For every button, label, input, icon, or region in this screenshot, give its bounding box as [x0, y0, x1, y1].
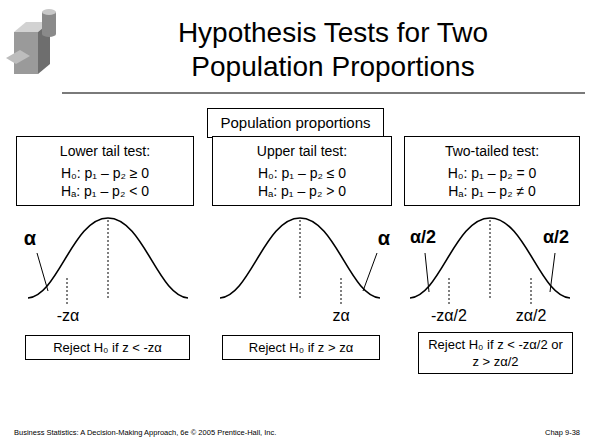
category-box: Population proportions [207, 108, 384, 138]
slide-title: Hypothesis Tests for Two Population Prop… [143, 16, 523, 84]
tail-area-label: α [24, 227, 36, 249]
test-box: Upper tail test: H₀: p₁ – p₂ ≤ 0Hₐ: p₁ – … [212, 136, 392, 206]
decision-rule-box: Reject H₀ if z > zα [222, 335, 380, 360]
critical-line [341, 278, 342, 304]
critical-value-label: -zα [57, 307, 80, 325]
decision-rule-box: Reject H₀ if z < -zα/2 or z > zα/2 [418, 332, 573, 374]
critical-line [449, 278, 450, 304]
tail-leaders [37, 253, 555, 292]
leader-line [363, 253, 377, 291]
category-label: Population proportions [214, 113, 377, 133]
footer-text: Business Statistics: A Decision-Making A… [14, 429, 276, 437]
leader-line [550, 253, 555, 292]
decision-rule: Reject H₀ if z < -zα/2 or z > zα/2 [424, 336, 567, 370]
test-heading: Lower tail test: [23, 142, 187, 160]
decision-rule-box: Reject H₀ if z < -zα [25, 335, 190, 360]
normal-curves [28, 218, 570, 298]
mean-line [300, 220, 301, 300]
logo-cylinder-bottom [42, 31, 56, 37]
logo-tile [6, 50, 30, 64]
logo-cylinder-top [42, 9, 56, 15]
logo-graphic [6, 9, 56, 74]
hypothesis-text: H₀: p₁ – p₂ = 0 [411, 164, 573, 182]
tail-area-label: α [378, 227, 390, 249]
leader-line [425, 253, 429, 292]
mean-line [108, 220, 109, 300]
reference-lines [67, 220, 531, 304]
decision-rule: Reject H₀ if z < -zα [31, 339, 184, 356]
tail-area-label: α/2 [410, 228, 436, 248]
critical-line [531, 278, 532, 304]
test-heading: Upper tail test: [219, 142, 385, 160]
hypothesis-text: Hₐ: p₁ – p₂ < 0 [23, 182, 187, 200]
hypothesis-text: Hₐ: p₁ – p₂ > 0 [219, 182, 385, 200]
critical-value-label: zα/2 [516, 307, 547, 325]
hypothesis-text: Hₐ: p₁ – p₂ ≠ 0 [411, 182, 573, 200]
critical-value-label: -zα/2 [431, 307, 467, 325]
test-box: Two-tailed test: H₀: p₁ – p₂ = 0Hₐ: p₁ – … [404, 136, 580, 206]
critical-value-label: zα [332, 307, 349, 325]
mean-line [490, 220, 491, 300]
test-box: Lower tail test: H₀: p₁ – p₂ ≥ 0Hₐ: p₁ – … [16, 136, 194, 206]
test-heading: Two-tailed test: [411, 142, 573, 160]
hypothesis-text: H₀: p₁ – p₂ ≤ 0 [219, 164, 385, 182]
critical-line [67, 278, 68, 304]
page-number: Chap 9-38 [545, 429, 580, 437]
hypothesis-text: H₀: p₁ – p₂ ≥ 0 [23, 164, 187, 182]
tail-area-label: α/2 [543, 228, 569, 248]
decision-rule: Reject H₀ if z > zα [228, 339, 374, 356]
logo-cylinder [42, 12, 56, 34]
leader-line [37, 253, 48, 291]
title-rule [62, 92, 585, 94]
